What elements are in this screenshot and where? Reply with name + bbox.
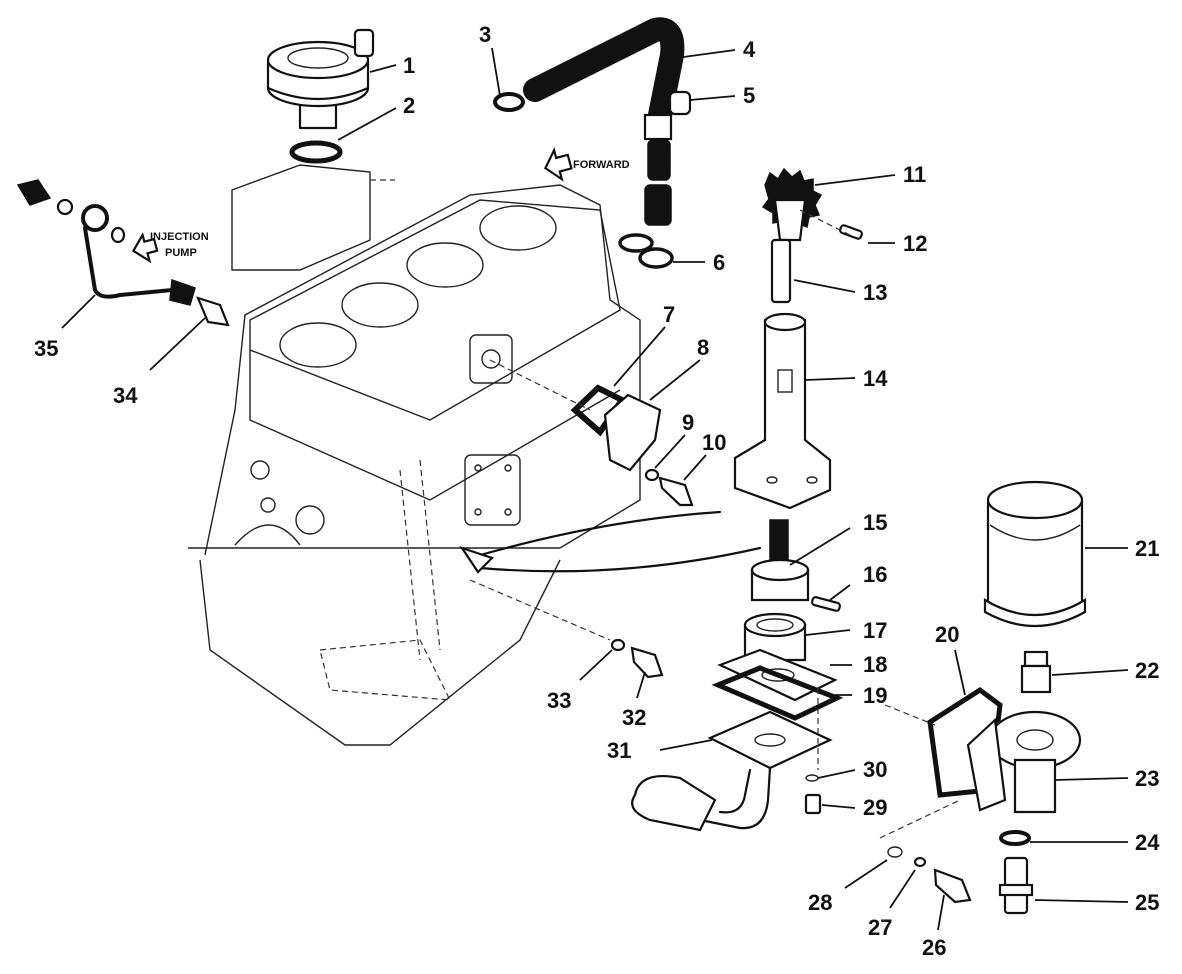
injection-pump-arrow-icon: [131, 232, 159, 264]
pump-label: PUMP: [165, 247, 197, 259]
callout-13: 13: [863, 280, 887, 305]
o-ring-filler: [289, 140, 343, 164]
callout-28: 28: [808, 890, 832, 915]
callout-27: 27: [868, 915, 892, 940]
callout-16: 16: [863, 562, 887, 587]
callout-24: 24: [1135, 830, 1160, 855]
pump-gasket: [711, 665, 844, 721]
pressure-switch: [998, 830, 1034, 915]
leader-lines: [61, 47, 1129, 931]
callout-20: 20: [935, 622, 959, 647]
callout-10: 10: [702, 430, 726, 455]
injection-label: INJECTION: [150, 231, 209, 243]
callout-5: 5: [743, 83, 755, 108]
pump-rotor: [750, 558, 810, 602]
filter-nipple: [1020, 650, 1052, 694]
filter-base: [966, 710, 1082, 814]
callout-35: 35: [34, 336, 58, 361]
rotor-pin: [811, 596, 841, 612]
callout-19: 19: [863, 683, 887, 708]
callout-32: 32: [622, 705, 646, 730]
callout-8: 8: [697, 335, 709, 360]
cover-bolt: [644, 468, 694, 507]
gear-pin: [839, 224, 863, 240]
callout-4: 4: [743, 37, 756, 62]
callout-22: 22: [1135, 658, 1159, 683]
callout-30: 30: [863, 757, 887, 782]
callout-3: 3: [479, 22, 491, 47]
alignment-lines: [469, 209, 961, 839]
installation-arrow: [459, 510, 762, 574]
callout-34: 34: [113, 383, 138, 408]
pump-shaft: [769, 519, 789, 563]
callout-18: 18: [863, 652, 887, 677]
o-rings-breather: [618, 233, 674, 269]
callout-17: 17: [863, 618, 887, 643]
callout-1: 1: [403, 53, 415, 78]
callout-26: 26: [922, 935, 946, 960]
callout-11: 11: [903, 162, 926, 187]
breather-tube: [644, 139, 672, 226]
strainer-bolt: [804, 774, 822, 815]
hose-clip: [643, 90, 692, 141]
oil-line: [16, 179, 230, 327]
callout-15: 15: [863, 510, 887, 535]
callout-25: 25: [1135, 890, 1159, 915]
callout-23: 23: [1135, 766, 1159, 791]
drain-plug: [610, 638, 664, 679]
oil-pump-body: [733, 312, 832, 510]
callout-12: 12: [903, 231, 927, 256]
callout-6: 6: [713, 250, 725, 275]
callout-numbers: 1 2 3 4 5 6 7 8 9 10 11 12 13 14 15 16 1…: [34, 22, 1160, 960]
oil-strainer: [631, 710, 833, 832]
callout-2: 2: [403, 93, 415, 118]
callout-33: 33: [547, 688, 571, 713]
callout-29: 29: [863, 795, 887, 820]
callout-31: 31: [607, 738, 631, 763]
oil-filter: [983, 480, 1087, 627]
forward-arrow-icon: [544, 147, 573, 182]
breather-hose: [523, 17, 685, 127]
callout-21: 21: [1135, 536, 1159, 561]
drive-gear: [761, 167, 823, 242]
forward-label: FORWARD: [573, 159, 630, 171]
side-cover: [603, 393, 662, 472]
callout-9: 9: [682, 410, 694, 435]
callout-14: 14: [863, 366, 888, 391]
engine-block: [188, 164, 641, 746]
callout-7: 7: [663, 302, 675, 327]
drive-shaft: [770, 238, 792, 304]
oil-filler-cap: [266, 28, 375, 130]
base-bolt: [887, 846, 972, 904]
hose-clamp: [493, 92, 525, 112]
